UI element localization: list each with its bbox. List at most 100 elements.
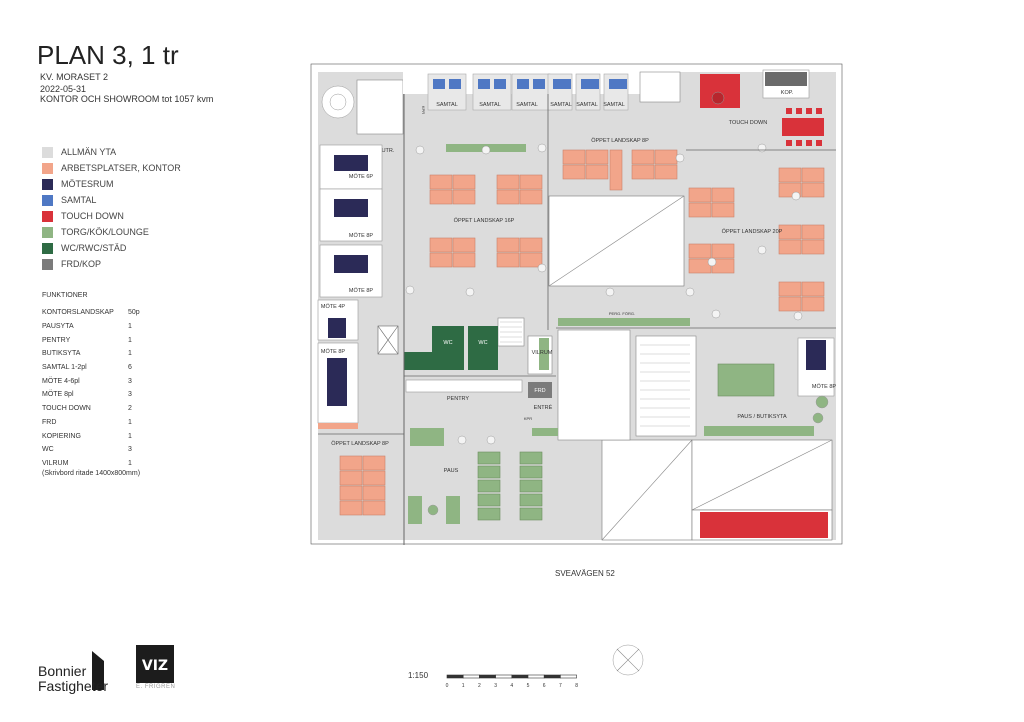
desk (609, 149, 623, 191)
desk (339, 470, 363, 486)
function-name: TOUCH DOWN (42, 405, 91, 413)
room-label: FRD (534, 388, 545, 394)
legend-swatch (42, 258, 53, 270)
legend-item: ALLMÄN YTA (42, 144, 181, 160)
samtal-chair (433, 79, 445, 89)
paus-sofa (408, 496, 422, 524)
desk (778, 167, 802, 183)
samtal-chair (559, 79, 571, 89)
function-value: 6 (128, 364, 132, 372)
desk (778, 281, 802, 297)
samtal-chair (615, 79, 627, 89)
samtal-chair (533, 79, 545, 89)
function-value: 3 (128, 391, 132, 399)
scale-segment (479, 674, 496, 679)
legend-label: ARBETSPLATSER, KONTOR (61, 163, 181, 173)
room-label: KOP. (781, 90, 794, 96)
desk (362, 485, 386, 501)
touch-down-table (782, 118, 824, 136)
desk (688, 258, 712, 274)
plan-column (605, 287, 615, 297)
desk (778, 224, 802, 240)
scale-tick-label: 1 (462, 683, 465, 689)
wc-small (404, 352, 432, 370)
desk-note: (Skrivbord ritade 1400x800mm) (42, 470, 141, 477)
stair-top (639, 71, 681, 103)
desk (496, 174, 520, 190)
paus-table (410, 428, 444, 446)
room-label: PAUS / BUTIKSYTA (737, 414, 787, 420)
plan-column (486, 435, 496, 445)
wc-room (432, 326, 464, 370)
desk (801, 281, 825, 297)
desk (519, 174, 543, 190)
plan-column (757, 143, 767, 153)
room-label: KPR (524, 416, 532, 421)
desk (496, 252, 520, 268)
wc-room (468, 326, 498, 370)
room-label: ENTRÉ (534, 404, 553, 411)
desk (452, 252, 476, 268)
function-name: WC (42, 446, 54, 454)
room-label: PENTRY (447, 396, 470, 402)
function-name: PENTRY (42, 336, 71, 344)
desk (429, 189, 453, 205)
function-name: PAUSYTA (42, 323, 74, 331)
desk (631, 164, 655, 180)
desk (429, 174, 453, 190)
butik-plant (815, 395, 829, 409)
function-name: FRD (42, 418, 57, 426)
scale-tick-label: 6 (543, 683, 546, 689)
plan-column (537, 263, 547, 273)
scale-segment (543, 674, 561, 679)
room-label: ÖPPET LANDSKAP 16P (454, 217, 515, 224)
desk (778, 296, 802, 312)
legend-swatch (42, 146, 53, 158)
functions-row: TOUCH DOWN 2 (42, 402, 158, 416)
paus-sofa (446, 496, 460, 524)
room-label: MÖTE 8P (349, 232, 373, 239)
paus-seat (519, 479, 543, 493)
touch-down-stool (806, 140, 812, 146)
functions-title: FUNKTIONER (42, 292, 88, 299)
room-label: WC (478, 340, 487, 346)
touch-down-stool (796, 108, 802, 114)
plan-column (791, 191, 801, 201)
utr-room (356, 79, 404, 135)
room-label: SAMTAL (603, 102, 625, 108)
plan-date: 2022-05-31 (40, 84, 87, 94)
paus-seat (519, 451, 543, 465)
desk (429, 252, 453, 268)
page-title: PLAN 3, 1 tr (37, 40, 179, 70)
room-label: WC (443, 340, 452, 346)
atrium-diagonal (548, 195, 685, 287)
street-address: SVEAVÄGEN 52 (555, 569, 615, 578)
kop-equipment (765, 72, 807, 86)
desk (801, 224, 825, 240)
scale-label: 1:150 (408, 671, 429, 680)
butik-counter (704, 426, 814, 436)
paus-seat (477, 493, 501, 507)
scale-segment (462, 674, 480, 679)
function-value: 2 (128, 405, 132, 413)
desk (801, 167, 825, 183)
function-name: KONTORSLANDSKAP (42, 309, 114, 317)
room-label: MÖTE 8P (812, 383, 836, 390)
spiral-stair (321, 85, 355, 119)
desk (711, 187, 735, 203)
legend-item: TORG/KÖK/LOUNGE (42, 224, 181, 240)
bonnier-logo: Bonnier Fastigheter (38, 664, 108, 694)
bonnier-logo-line2: Fastigheter (38, 678, 109, 694)
legend-label: TORG/KÖK/LOUNGE (61, 227, 149, 237)
desk (496, 237, 520, 253)
plan-column (457, 435, 467, 445)
legend-label: ALLMÄN YTA (61, 147, 117, 157)
north-arrow (612, 644, 644, 676)
paus-seat (477, 451, 501, 465)
room-label: SAMTAL (516, 102, 538, 108)
viz-logo-mark: VIZ (142, 658, 168, 674)
touch-down-table (711, 91, 725, 105)
